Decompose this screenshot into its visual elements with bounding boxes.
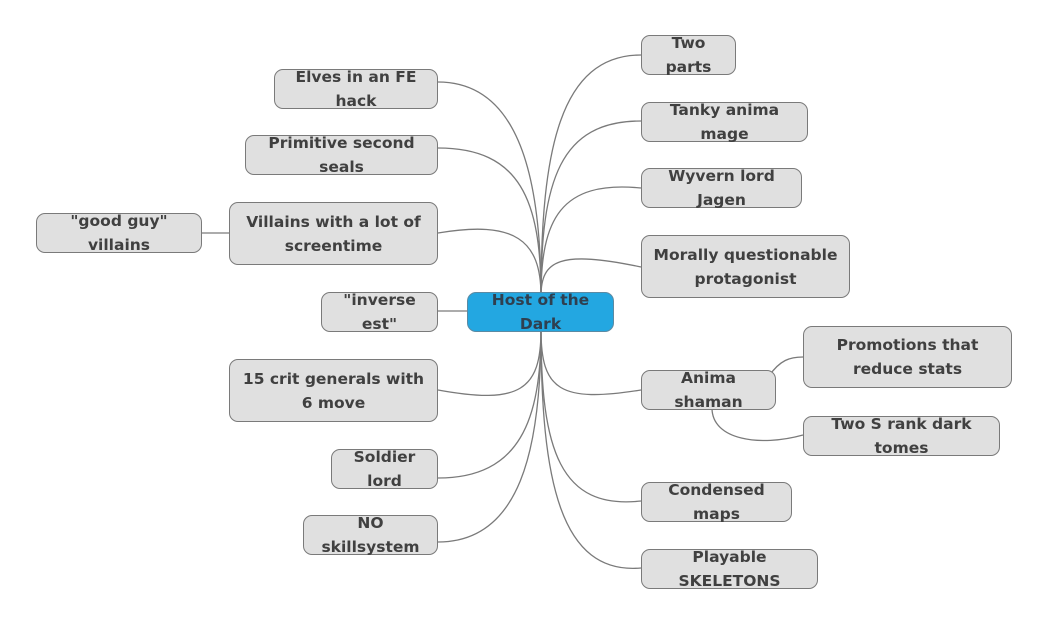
link-noskill xyxy=(437,329,542,543)
node-playable-skeletons[interactable]: Playable SKELETONS xyxy=(641,548,818,590)
node-villains-screentime[interactable]: Villains with a lot of screentime xyxy=(229,202,438,265)
node-morally-questionable[interactable]: Morally questionable protagonist xyxy=(641,235,850,298)
node-tanky-anima-mage[interactable]: Tanky anima mage xyxy=(641,101,808,143)
link-twoparts xyxy=(540,54,642,297)
node-anima-shaman[interactable]: Anima shaman xyxy=(641,369,776,411)
link-generals xyxy=(437,329,542,397)
link-tanky xyxy=(540,120,642,297)
node-elves[interactable]: Elves in an FE hack xyxy=(274,68,438,110)
node-inverse-est[interactable]: "inverse est" xyxy=(321,291,438,333)
link-wyvern xyxy=(540,186,642,297)
link-stomes xyxy=(711,407,804,442)
link-villains xyxy=(437,228,542,297)
link-anima xyxy=(540,329,642,396)
node-wyvern-lord-jagen[interactable]: Wyvern lord Jagen xyxy=(641,167,802,209)
node-no-skillsystem[interactable]: NO skillsystem xyxy=(303,514,438,556)
root-node[interactable]: Host of the Dark xyxy=(467,291,614,333)
node-two-parts[interactable]: Two parts xyxy=(641,34,736,76)
node-primitive-seals[interactable]: Primitive second seals xyxy=(245,134,438,176)
link-condensed xyxy=(540,329,642,503)
node-crit-generals[interactable]: 15 crit generals with 6 move xyxy=(229,359,438,422)
node-condensed-maps[interactable]: Condensed maps xyxy=(641,481,792,523)
node-promotions-reduce-stats[interactable]: Promotions that reduce stats xyxy=(803,326,1012,388)
link-skeletons xyxy=(540,329,642,569)
node-soldier-lord[interactable]: Soldier lord xyxy=(331,448,438,490)
node-good-guy-villains[interactable]: "good guy" villains xyxy=(36,212,202,254)
link-soldier xyxy=(437,329,542,479)
node-two-s-rank-tomes[interactable]: Two S rank dark tomes xyxy=(803,415,1000,457)
link-elves xyxy=(437,81,542,297)
link-morally xyxy=(540,258,642,297)
link-seals xyxy=(437,147,542,297)
